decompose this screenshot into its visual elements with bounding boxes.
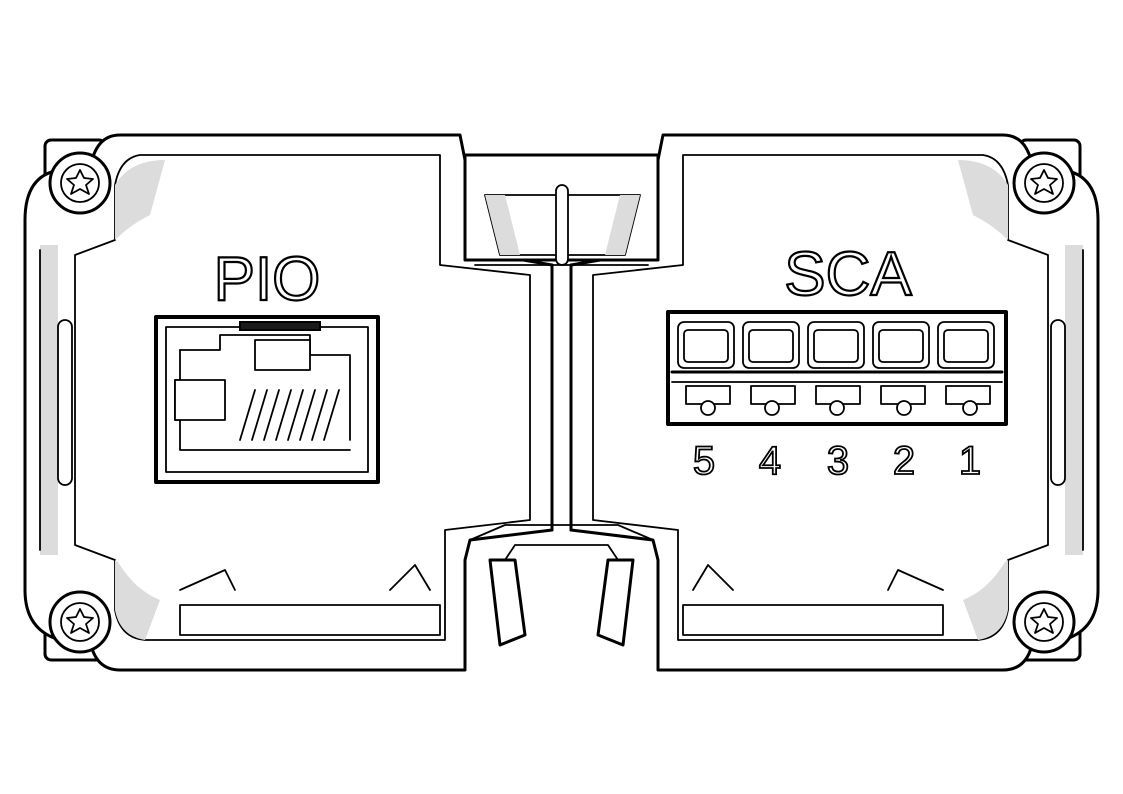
terminal-number: 2: [893, 439, 915, 483]
terminal-number: 3: [827, 439, 849, 483]
terminal-4: [742, 321, 800, 416]
rj45-socket-icon: [154, 315, 380, 484]
spring-terminal-block-icon: [666, 310, 1008, 426]
terminal-number: 4: [759, 439, 781, 483]
bottom-rails: [179, 564, 944, 636]
terminal-3: [807, 321, 865, 416]
torx-screw-icon: [48, 590, 112, 654]
pio-label: PIO: [214, 245, 321, 314]
torx-screw-icon: [48, 151, 112, 215]
sca-label: SCA: [784, 240, 912, 309]
torx-screw-icon: [1012, 590, 1076, 654]
terminal-5: [677, 321, 735, 416]
terminal-2: [872, 321, 930, 416]
terminal-1: [937, 321, 995, 416]
center-latch: [463, 153, 660, 647]
terminal-number: 1: [959, 439, 981, 483]
torx-screw-icon: [1012, 151, 1076, 215]
terminal-number: 5: [693, 439, 715, 483]
terminal-numbers: 5 4 3 2 1: [692, 438, 982, 484]
